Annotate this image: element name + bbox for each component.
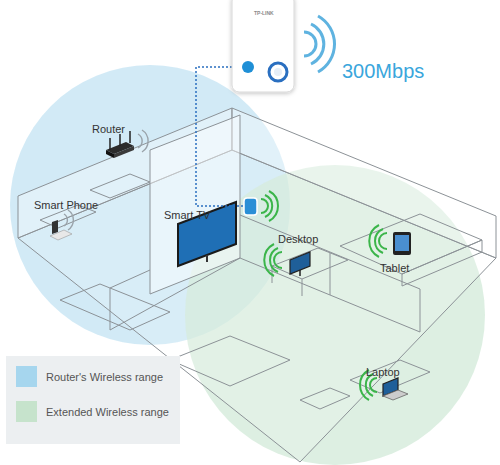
legend-text: Extended Wireless range — [46, 406, 169, 418]
router-wifi — [138, 130, 148, 152]
legend-row: Router's Wireless range — [16, 366, 163, 387]
tablet-icon — [393, 232, 411, 255]
device-label: Desktop — [278, 233, 318, 245]
device-label: Tablet — [380, 262, 409, 274]
router-icon — [106, 131, 134, 158]
house-plan — [18, 108, 496, 462]
tablet-wifi — [369, 225, 387, 257]
brand-logo: TP-LINK — [254, 11, 274, 17]
extender-plug — [244, 198, 257, 215]
legend-swatch — [16, 366, 37, 387]
device-label: Laptop — [366, 366, 400, 378]
tv-wifi — [261, 191, 278, 221]
device-label: Smart TV — [164, 209, 210, 221]
extender-wifi — [304, 16, 335, 72]
speed-label: 300Mbps — [342, 60, 424, 82]
phone-wifi — [64, 210, 73, 230]
legend-text: Router's Wireless range — [46, 371, 163, 383]
device-label: Smart Phone — [34, 199, 98, 211]
legend-swatch — [16, 401, 37, 422]
tv-icon — [178, 198, 257, 266]
legend-row: Extended Wireless range — [16, 401, 169, 422]
desktop-icon — [290, 252, 310, 276]
device-label: Router — [92, 123, 125, 135]
extender-device — [232, 0, 294, 92]
laptop-icon — [383, 378, 408, 400]
desktop-wifi — [264, 244, 282, 276]
